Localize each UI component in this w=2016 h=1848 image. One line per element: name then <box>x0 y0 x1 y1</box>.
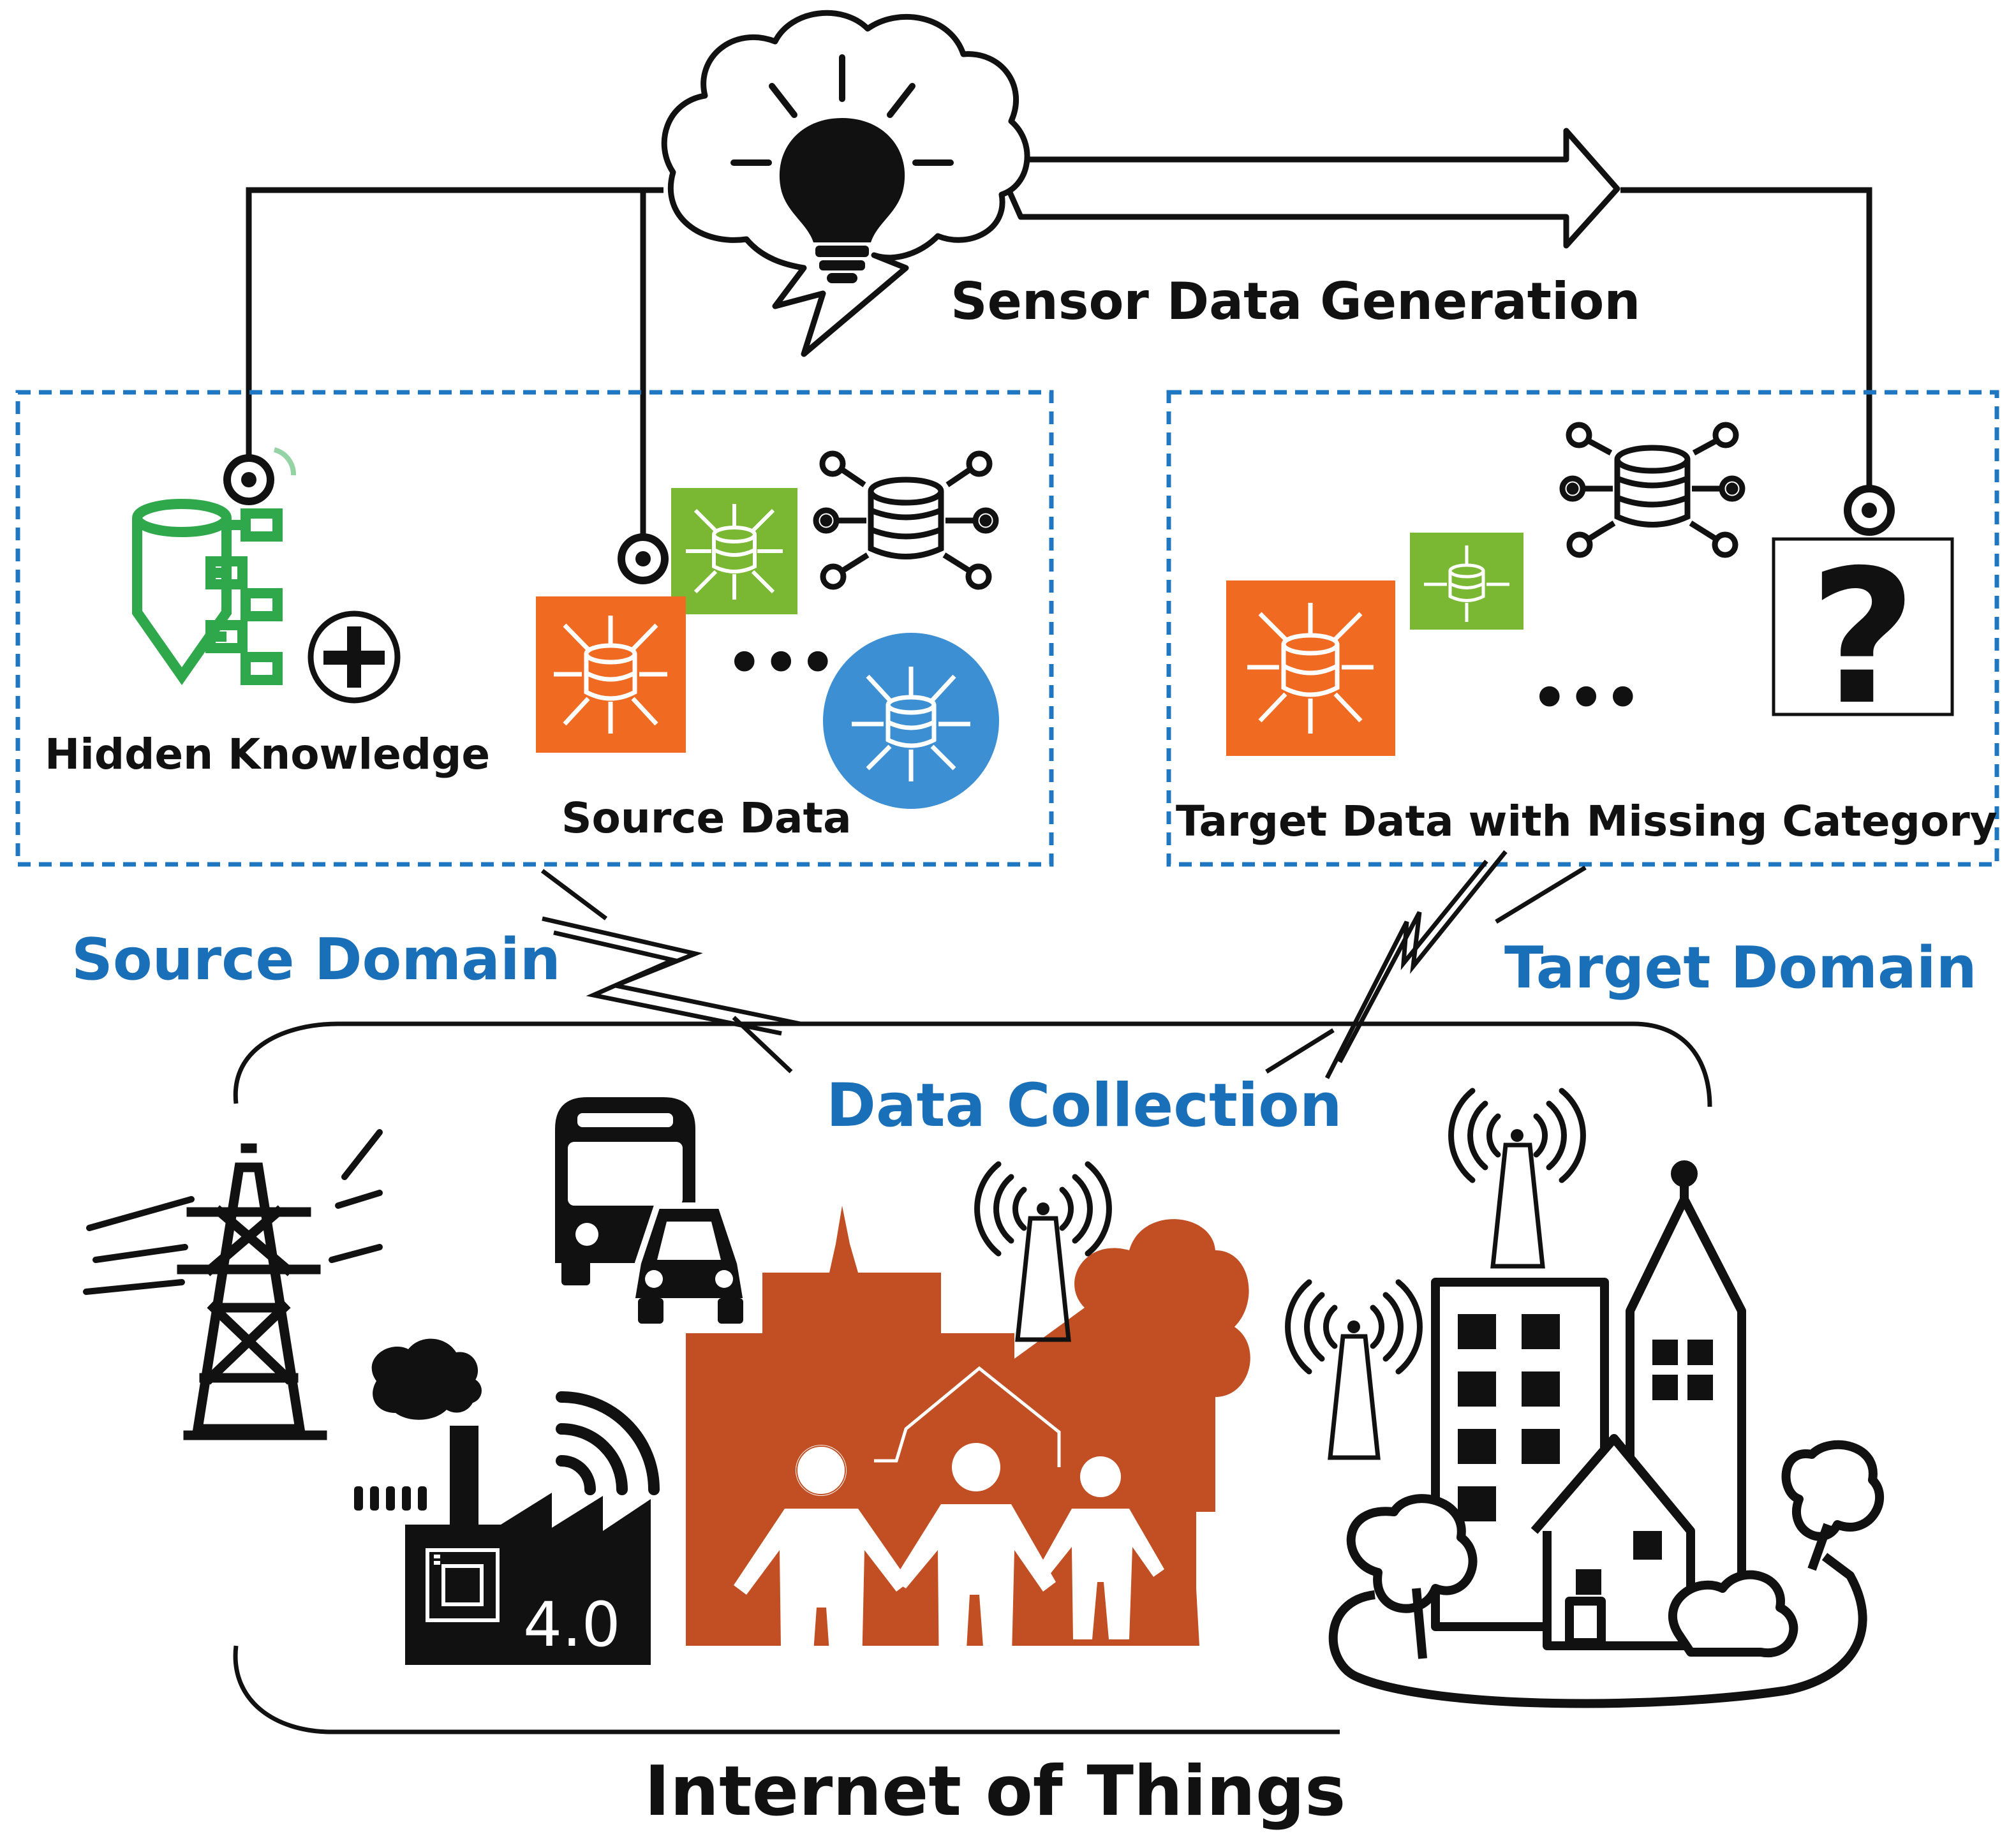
plus-icon <box>308 610 401 704</box>
source-database-tile-green <box>671 488 797 614</box>
antenna-icon-center <box>974 1161 1112 1342</box>
connector-ring-hidden <box>223 454 274 505</box>
target-database-tile-green <box>1410 533 1523 630</box>
smart-city-icon <box>1328 1160 1884 1708</box>
hidden-knowledge-icon <box>132 447 296 685</box>
internet-of-things-label: Internet of Things <box>644 1752 1345 1831</box>
generation-arrow <box>992 128 1620 249</box>
factory-iot-icon: 4.0 <box>354 1338 660 1665</box>
source-database-outline-icon <box>813 450 999 590</box>
target-data-label: Target Data with Missing Category <box>1176 797 1997 846</box>
lightbulb-icon <box>779 118 905 242</box>
wireless-link-target <box>1265 850 1587 1079</box>
target-database-outline-icon <box>1559 422 1745 558</box>
connector-target-data <box>1620 187 1872 504</box>
source-database-circle-blue <box>823 633 999 809</box>
bus-car-icon <box>555 1097 750 1324</box>
data-collection-label: Data Collection <box>826 1071 1342 1141</box>
source-domain-label: Source Domain <box>71 926 561 993</box>
connector-hidden-knowledge <box>246 187 663 459</box>
connector-lines <box>246 187 1872 542</box>
antenna-icon-right-left <box>1285 1279 1423 1460</box>
target-data-box <box>1166 390 1999 867</box>
connector-ring-target <box>1844 485 1895 536</box>
target-database-tile-orange <box>1226 580 1395 756</box>
hidden-knowledge-label: Hidden Knowledge <box>45 730 490 779</box>
power-tower-icon <box>83 1129 383 1440</box>
wireless-link-source <box>540 869 801 1074</box>
city-people-icon <box>686 1206 1250 1697</box>
idea-cloud-icon <box>661 10 1030 357</box>
antenna-icon-right-top <box>1448 1088 1586 1269</box>
question-mark: ? <box>1809 531 1916 746</box>
source-ellipsis: ••• <box>726 630 836 697</box>
industry-4-badge: 4.0 <box>523 1589 621 1660</box>
iot-frame <box>233 1021 1712 1734</box>
sensor-data-generation-label: Sensor Data Generation <box>951 272 1640 331</box>
target-domain-label: Target Domain <box>1504 935 1977 1002</box>
source-data-box <box>15 390 1054 867</box>
source-data-label: Source Data <box>561 794 852 843</box>
connector-ring-source <box>618 533 669 584</box>
missing-category-box: ? <box>1772 531 1954 746</box>
source-database-tile-orange <box>536 596 686 753</box>
target-ellipsis: ••• <box>1531 665 1642 732</box>
